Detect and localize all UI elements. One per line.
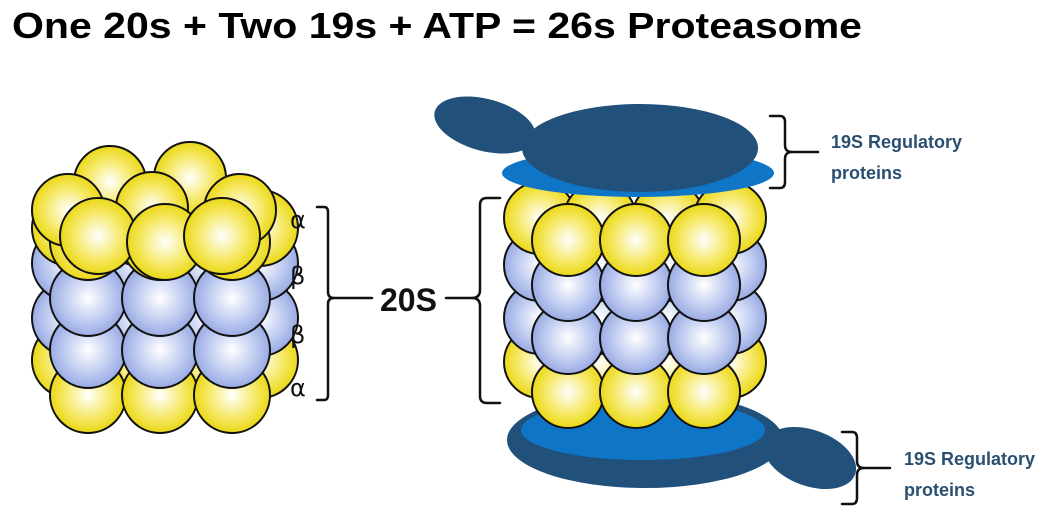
- ring-label-alpha-bottom: α: [290, 374, 306, 402]
- alpha-subunit: [59, 197, 137, 275]
- page-title: One 20s + Two 19s + ATP = 26s Proteasome: [12, 5, 862, 46]
- ring-label-beta-upper: β: [290, 262, 305, 290]
- regulatory-cap-top: [434, 96, 774, 197]
- regulatory-label-bottom-line2: proteins: [904, 480, 975, 500]
- core-bracket: [470, 196, 502, 405]
- regulatory-label-top-line1: 19S Regulatory: [831, 132, 962, 152]
- ring-bracket: [315, 205, 336, 402]
- core-label-20s: 20S: [380, 282, 437, 318]
- alpha-subunit: [531, 203, 605, 277]
- alpha-subunit: [599, 203, 673, 277]
- regulatory-label-bottom-line1: 19S Regulatory: [904, 449, 1035, 469]
- core-particle-26s: [503, 181, 767, 429]
- alpha-subunit: [183, 197, 261, 275]
- core-particle-20s: [31, 141, 299, 434]
- ring-label-alpha-top: α: [290, 206, 306, 234]
- alpha-subunit: [667, 203, 741, 277]
- ring-label-beta-lower: β: [290, 321, 305, 349]
- regulatory-bracket-top: [768, 114, 794, 190]
- regulatory-label-top-line2: proteins: [831, 163, 902, 183]
